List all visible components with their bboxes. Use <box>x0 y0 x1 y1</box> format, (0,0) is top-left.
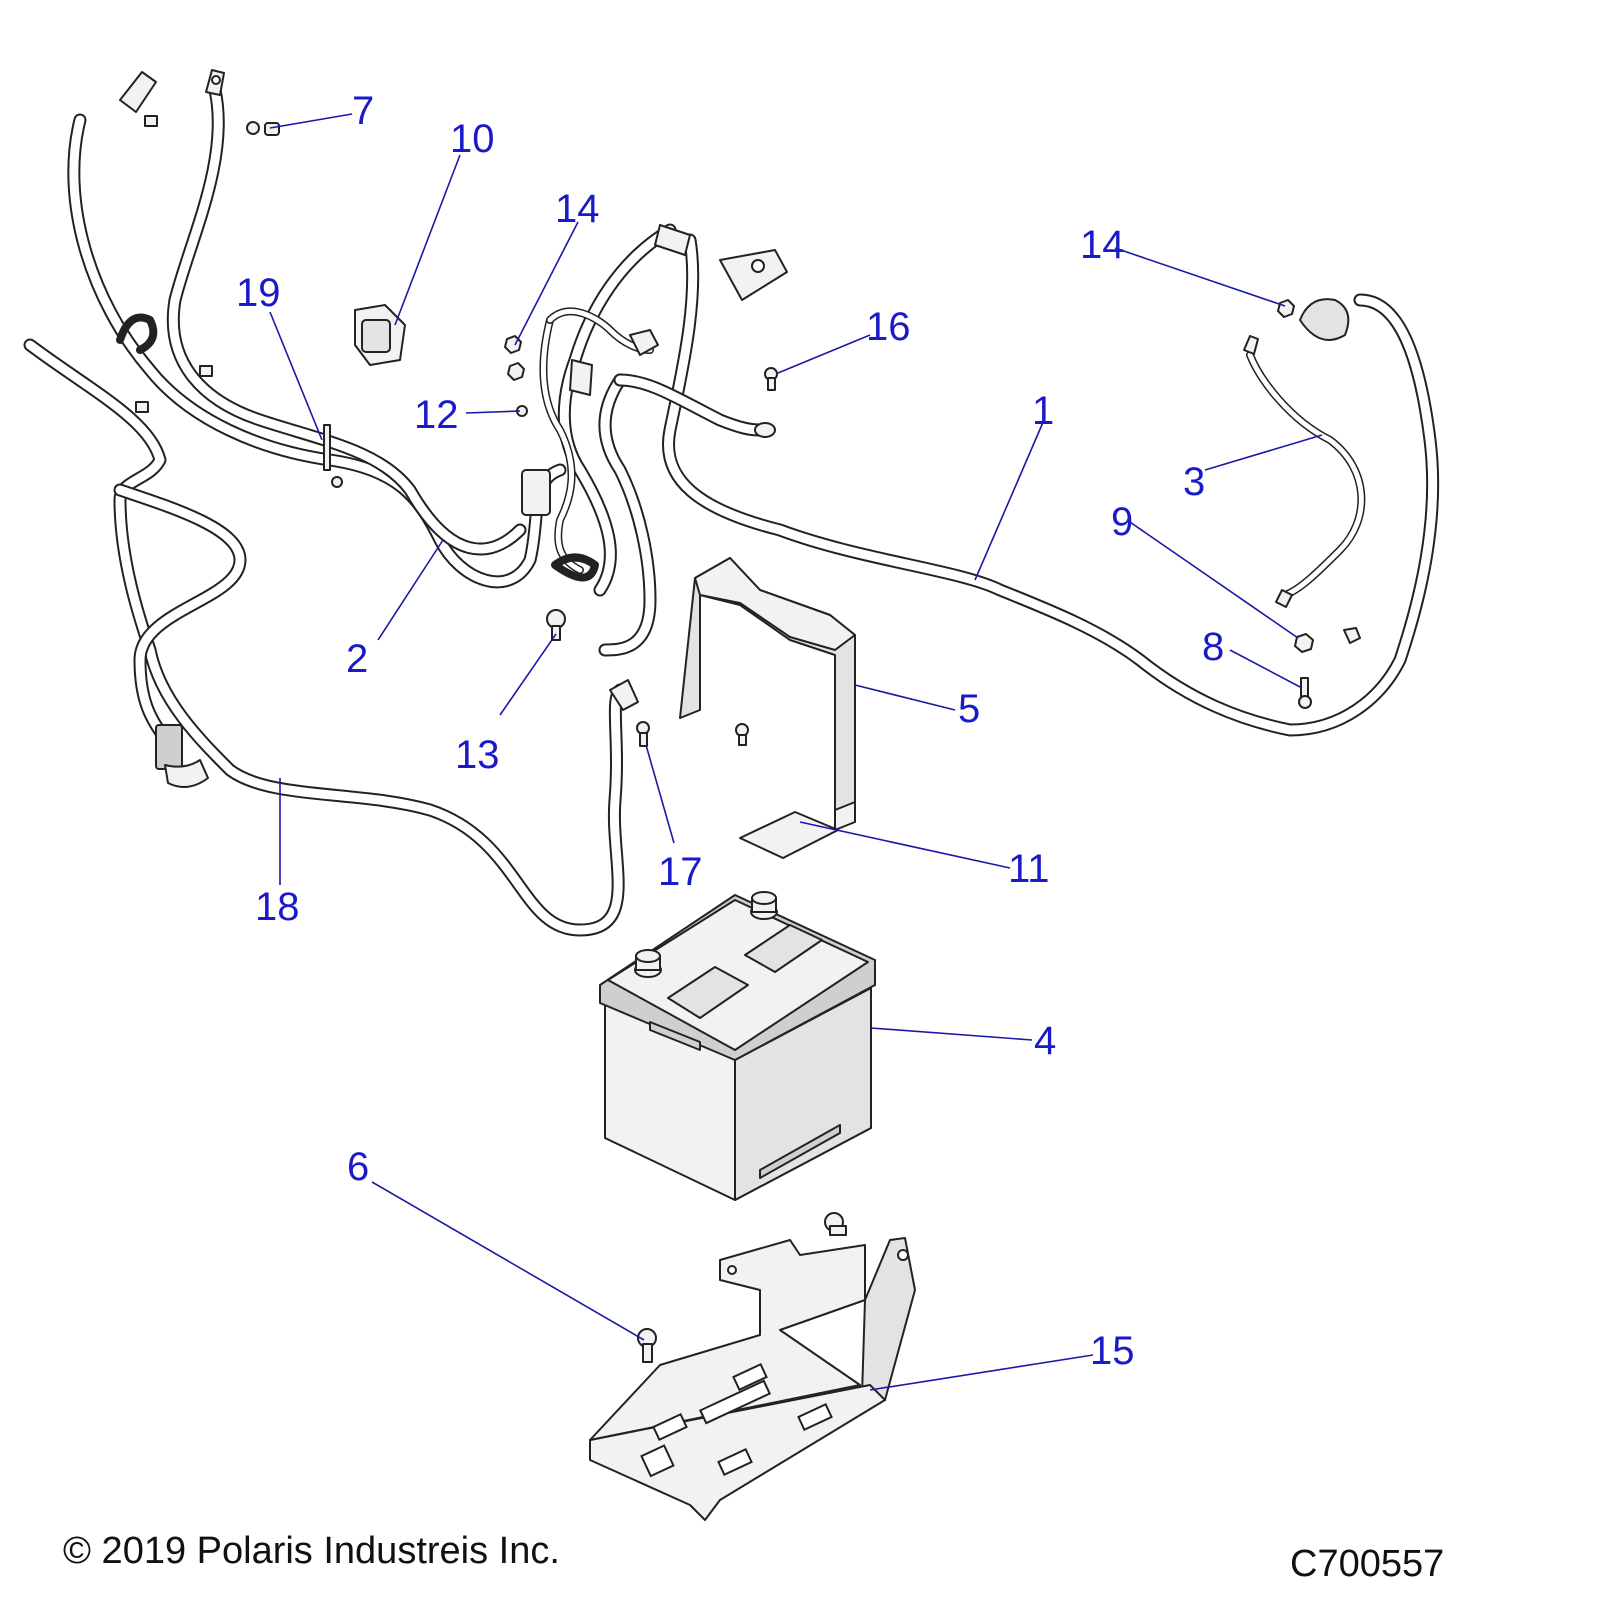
battery-4 <box>599 891 876 1201</box>
callout-8: 8 <box>1202 625 1224 669</box>
cable-1 <box>539 223 1440 737</box>
cable-2 <box>67 69 567 589</box>
callout-17: 17 <box>658 850 703 894</box>
callout-16: 16 <box>866 305 911 349</box>
nut-9 <box>1294 627 1361 653</box>
callout-9: 9 <box>1111 500 1133 544</box>
fastener-16 <box>764 367 778 391</box>
callout-2: 2 <box>346 637 368 681</box>
callout-11: 11 <box>1008 847 1050 891</box>
leader-lines <box>269 113 1323 1391</box>
bolt-17 <box>636 721 650 747</box>
callout-3: 3 <box>1183 460 1205 504</box>
battery-tray-15 <box>589 1237 916 1521</box>
callout-12: 12 <box>414 393 459 437</box>
bolt-15 <box>824 1212 847 1236</box>
callout-1: 1 <box>1032 389 1054 433</box>
cable-18 <box>23 338 639 937</box>
tie-19 <box>323 424 343 488</box>
solenoid-10 <box>354 304 406 366</box>
callout-4: 4 <box>1034 1019 1056 1063</box>
callout-19: 19 <box>236 271 281 315</box>
copyright-text: © 2019 Polaris Industreis Inc. <box>63 1530 560 1572</box>
callout-6: 6 <box>347 1145 369 1189</box>
callout-15: 15 <box>1090 1329 1135 1373</box>
bolt-8 <box>1298 677 1312 709</box>
callout-14a: 14 <box>555 187 600 231</box>
callout-7: 7 <box>352 89 374 133</box>
pad-11 <box>739 811 839 859</box>
callout-5: 5 <box>958 687 980 731</box>
bolt-5-small <box>735 723 749 746</box>
hardware-14a <box>504 335 525 381</box>
misc-clips <box>135 115 213 413</box>
callout-14b: 14 <box>1080 223 1125 267</box>
hold-down-bracket-5 <box>679 557 856 831</box>
callout-13: 13 <box>455 733 500 777</box>
callout-18: 18 <box>255 885 300 929</box>
bolt-13 <box>546 609 566 641</box>
hardware-7 <box>246 121 280 136</box>
bolt-6 <box>637 1328 657 1363</box>
cable-3 <box>1243 335 1366 608</box>
drawing-number: C700557 <box>1290 1543 1444 1585</box>
callout-10: 10 <box>450 117 495 161</box>
hardware-14b <box>1277 299 1295 318</box>
